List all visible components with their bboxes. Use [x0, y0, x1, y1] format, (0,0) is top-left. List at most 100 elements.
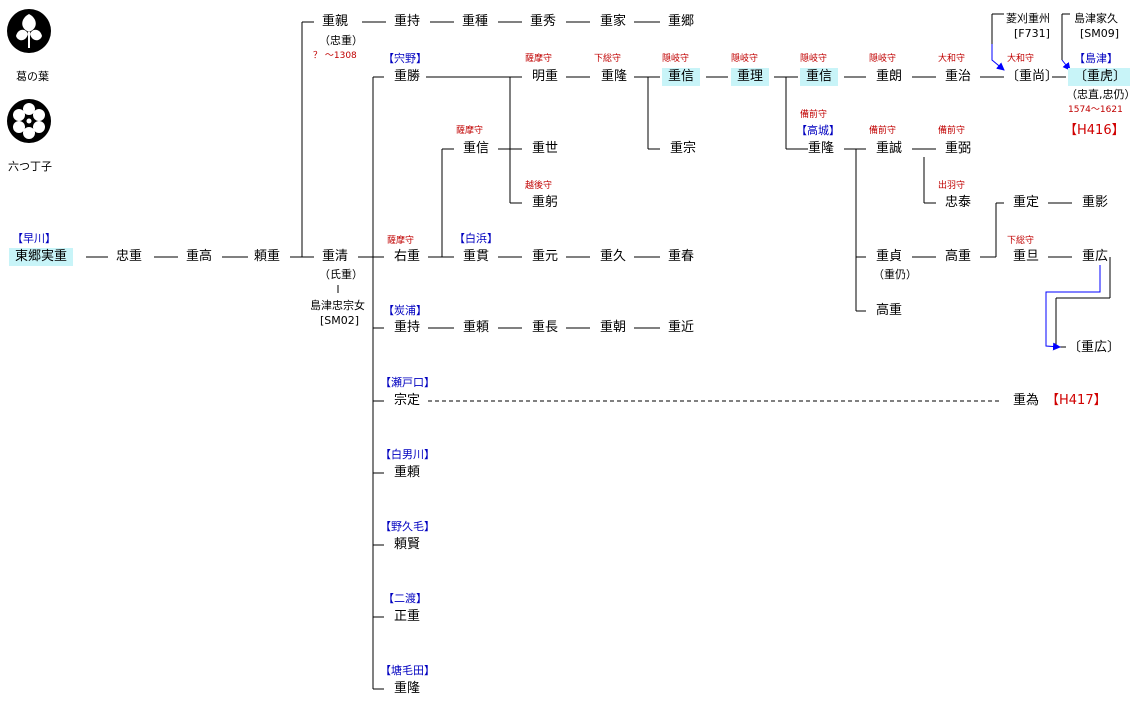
node-tadayasu: 忠泰 — [945, 195, 972, 210]
alias-shigetora: （忠直,忠仍） — [1066, 88, 1130, 101]
node-shigetaka2: 重隆 — [601, 69, 628, 84]
node-shigechika2: 重近 — [668, 320, 695, 335]
node-shigeyo: 重世 — [532, 141, 559, 156]
clan-futawatari: 【二渡】 — [383, 592, 427, 605]
node-wife: 島津忠宗女 — [310, 299, 365, 312]
node-shigehiro: 重広 — [1082, 249, 1109, 264]
node-shigesada: 重定 — [1013, 195, 1040, 210]
node-shigechika: 重親 — [322, 14, 349, 29]
node-shigehiro2: 〔重広〕 — [1068, 340, 1121, 355]
node-munesada: 宗定 — [394, 393, 421, 408]
node-shigeyori2: 重頼 — [394, 465, 421, 480]
node-shigesato: 重郷 — [668, 14, 695, 29]
title-shigemi: 越後守 — [525, 181, 553, 191]
node-shigemi: 重躬 — [532, 195, 559, 210]
node-shigeaki: 明重 — [532, 69, 559, 84]
ref-wife: [SM02] — [320, 314, 360, 327]
node-shigetaka: 重高 — [186, 249, 213, 264]
title-ushige: 薩摩守 — [387, 236, 415, 246]
clan-shishino: 【宍野】 — [383, 52, 427, 65]
node-shigenuki: 重貫 — [463, 249, 490, 264]
node-shigeie: 重家 — [600, 14, 627, 29]
node-yorikata: 頼賢 — [394, 537, 421, 552]
clan-hayakawa: 【早川】 — [12, 232, 56, 245]
node-shigehitsu: 重弼 — [945, 141, 972, 156]
title-shigetaka2: 下総守 — [594, 54, 622, 64]
clan-shirahama: 【白浜】 — [454, 232, 498, 245]
node-shigeharu: 重治 — [945, 69, 972, 84]
title-shigehisa: 大和守 — [1007, 54, 1035, 64]
node-shigeaki2: 重朗 — [876, 69, 903, 84]
node-shigetomo: 重朝 — [600, 320, 627, 335]
crest-label-choji: 六つ丁子 — [8, 160, 52, 173]
node-takashige: 高重 — [945, 249, 972, 264]
title-shigetaka3: 備前守 — [800, 110, 828, 120]
node-shigetora: 〔重虎〕 — [1068, 68, 1130, 86]
ref-shigetame: 【H417】 — [1046, 393, 1107, 408]
six-clove-crest-icon — [6, 98, 52, 149]
alias-shigekiyo: （氏重） — [319, 268, 363, 281]
node-iehisa: 島津家久 — [1074, 12, 1118, 25]
clan-shimazu: 【島津】 — [1074, 52, 1118, 65]
node-shigenobu-r: 重信 — [463, 141, 490, 156]
node-shigekiyo: 重清 — [322, 249, 349, 264]
node-shigetame: 重為 — [1013, 393, 1040, 408]
arrow-hishikari-shigehisa — [991, 44, 1005, 71]
node-masashige: 正重 — [394, 609, 421, 624]
node-shigetaka3: 重隆 — [808, 141, 835, 156]
title-shigeaki: 薩摩守 — [525, 54, 553, 64]
title-tadayasu: 出羽守 — [938, 181, 966, 191]
node-shigemochi: 重持 — [394, 14, 421, 29]
node-shigekage: 重影 — [1082, 195, 1109, 210]
node-saneshige: 東郷実重 — [9, 248, 74, 266]
node-ushige: 右重 — [394, 249, 421, 264]
title-shigehitsu: 備前守 — [938, 126, 966, 136]
title-shigenobu-r: 薩摩守 — [456, 126, 484, 136]
title-shigenobu1: 隠岐守 — [662, 54, 690, 64]
node-shigenaga: 重長 — [532, 320, 559, 335]
ref-hishikari: [F731] — [1014, 27, 1050, 40]
title-shigenobu2: 隠岐守 — [800, 54, 828, 64]
title-shigeaki2: 隠岐守 — [869, 54, 897, 64]
kuzu-leaf-crest-icon — [6, 8, 52, 59]
alias-shigesada2: （重仍） — [873, 268, 917, 281]
node-shigemune: 重宗 — [670, 141, 697, 156]
clan-takagi: 【高城】 — [796, 124, 840, 137]
years-shigetora: 1574～1621 — [1068, 105, 1123, 115]
node-shigemasa: 重理 — [731, 68, 770, 86]
node-shigesada2: 重貞 — [876, 249, 903, 264]
node-shigehide: 重秀 — [530, 14, 557, 29]
node-shigeyori: 重頼 — [463, 320, 490, 335]
clan-tomoketa: 【塘毛田】 — [380, 664, 435, 677]
node-shigeharu2: 重春 — [668, 249, 695, 264]
clan-nokumo: 【野久毛】 — [380, 520, 435, 533]
crest-label-kuzu: 葛の葉 — [16, 70, 49, 83]
node-shigetaka4: 重隆 — [394, 681, 421, 696]
ref-shigetora: 【H416】 — [1064, 123, 1125, 138]
node-shigetan: 重旦 — [1013, 249, 1040, 264]
node-tadashige: 忠重 — [116, 249, 143, 264]
node-shigekatsu: 重勝 — [394, 69, 421, 84]
clan-sumiura: 【炭浦】 — [383, 304, 427, 317]
node-shigemochi2: 重持 — [394, 320, 421, 335]
node-yorishige: 頼重 — [254, 249, 281, 264]
clan-setoguchi: 【瀬戸口】 — [380, 376, 435, 389]
title-shigetan: 下総守 — [1007, 236, 1035, 246]
node-shigehisa: 〔重尚〕 — [1006, 69, 1059, 84]
title-shigemasa: 隠岐守 — [731, 54, 759, 64]
node-shigetane: 重種 — [462, 14, 489, 29]
title-shigeharu: 大和守 — [938, 54, 966, 64]
years-shigechika: ？ ～1308 — [313, 51, 357, 61]
clan-shiraokawa: 【白男川】 — [380, 448, 435, 461]
node-hishikari: 菱刈重州 — [1006, 12, 1050, 25]
node-takashige2: 高重 — [876, 303, 903, 318]
title-shigenobu3: 備前守 — [869, 126, 897, 136]
node-shigenobu2: 重信 — [800, 68, 839, 86]
node-shigenobu1: 重信 — [662, 68, 701, 86]
ref-iehisa: [SM09] — [1080, 27, 1120, 40]
node-shigehisa2: 重久 — [600, 249, 627, 264]
node-shigenobu3: 重誠 — [876, 141, 903, 156]
arrow-shigehiro-bracket — [1045, 265, 1101, 351]
